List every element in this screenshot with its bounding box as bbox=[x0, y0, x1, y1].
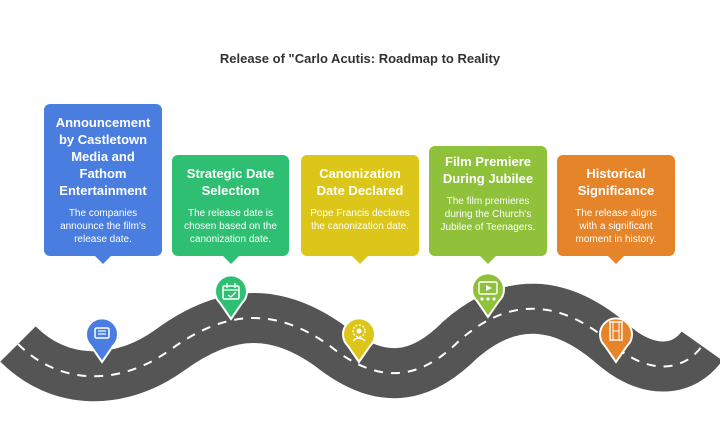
milestone-card-2: Strategic Date Selection The release dat… bbox=[172, 155, 289, 264]
page-title: Release of "Carlo Acutis: Roadmap to Rea… bbox=[219, 51, 501, 66]
milestone-title: Film Premiere During Jubilee bbox=[442, 154, 534, 186]
milestone-card-3: Canonization Date Declared Pope Francis … bbox=[301, 155, 419, 264]
milestone-description: Pope Francis declares the canonization d… bbox=[310, 208, 410, 232]
milestone-description: The release aligns with a significant mo… bbox=[575, 208, 657, 245]
milestone-description: The film premieres during the Church's J… bbox=[440, 196, 536, 233]
milestone-card-1: Announcement by Castletown Media and Fat… bbox=[44, 104, 162, 264]
calendar-icon bbox=[222, 283, 240, 300]
milestone-card-5: Historical Significance The release alig… bbox=[557, 155, 675, 264]
milestone-description: The companies announce the film's releas… bbox=[60, 208, 146, 245]
milestone-title: Strategic Date Selection bbox=[186, 166, 275, 198]
milestone-pin-3 bbox=[342, 317, 376, 364]
milestone-title: Historical Significance bbox=[577, 166, 655, 198]
film-premiere-icon bbox=[478, 281, 498, 301]
film-strip-icon bbox=[609, 321, 623, 341]
milestone-description: The release date is chosen based on the … bbox=[184, 208, 277, 245]
milestone-title: Canonization Date Declared bbox=[316, 166, 404, 198]
milestone-pin-5 bbox=[599, 317, 633, 364]
milestone-title: Announcement by Castletown Media and Fat… bbox=[55, 115, 151, 198]
saint-icon bbox=[352, 324, 366, 342]
ticket-icon bbox=[94, 327, 110, 339]
milestone-pin-2 bbox=[214, 274, 248, 321]
milestone-pin-1 bbox=[85, 317, 119, 364]
milestone-card-4: Film Premiere During Jubilee The film pr… bbox=[429, 146, 547, 264]
milestone-pin-4 bbox=[471, 272, 505, 319]
